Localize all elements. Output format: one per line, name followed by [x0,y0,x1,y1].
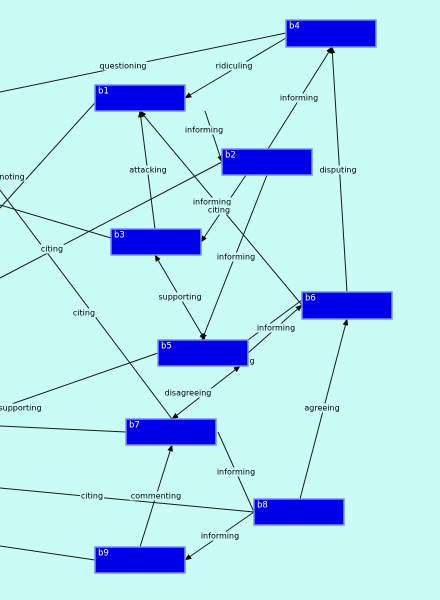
edge-label-bg [214,61,254,71]
edge-label-attacking: attacking [129,166,166,175]
node-b7[interactable]: b7 [125,418,217,446]
edge-label-noting: noting [0,173,25,182]
node-box[interactable] [94,84,186,112]
edge-label-supporting: supporting [0,404,42,413]
edge-label-bg [318,165,358,175]
edge-label-ridiculing: ridiculing [216,62,253,71]
node-label: b9 [98,549,109,559]
node-label: b6 [305,294,316,304]
node-b4[interactable]: b4 [285,19,377,48]
node-b2[interactable]: b2 [221,148,313,176]
edge-label-informing: informing [217,468,255,477]
edge-label-bg [206,205,232,215]
edge-label-bg [248,356,256,366]
edge-label-bg [278,93,320,103]
node-b1[interactable]: b1 [94,84,186,112]
edge-label-disagreeing: disagreeing [165,389,212,398]
edge-label-commenting: commenting [131,492,181,501]
edge-line [0,84,112,209]
edge-label-agreeing: agreeing [304,404,339,413]
edge-label-citing: citing [41,245,63,254]
node-box[interactable] [285,19,377,48]
edge-label-informing: informing [193,198,231,207]
node-label: b4 [289,22,300,32]
node-b3[interactable]: b3 [110,228,202,256]
edge-label-citing: citing [208,206,230,215]
edge-label-bg [157,292,203,302]
edge-label-bg [215,252,257,262]
edge-label-layer: ridiculing informing informing disputing att… [0,61,358,541]
edge-label-bg [199,531,241,541]
edge-label-bg [128,165,168,175]
edge-label-informing: informing [217,253,255,262]
node-label: b8 [257,501,268,511]
edge-label-bg [71,308,97,318]
node-box[interactable] [253,498,345,526]
node-layer: b1 b2 b3 b4 b5 b6 b7 b8 b9 [94,19,393,574]
node-label: b3 [114,231,125,241]
edge-label-bg [215,467,257,477]
edge-b1-b2 [204,110,223,163]
node-label: b2 [225,151,236,161]
node-box[interactable] [301,291,393,320]
edge-label-bg [183,125,225,135]
edge-label-informing: informing [257,324,295,333]
edge-label-informing: informing [280,94,318,103]
edge-offscreen-b3 [0,204,112,239]
node-box[interactable] [157,339,249,367]
node-box[interactable] [125,418,217,446]
edge-line [0,425,127,433]
edge-offscreen-b7 [0,189,173,420]
edge-label-bg [0,403,43,413]
node-box[interactable] [221,148,313,176]
edge-label-bg [255,323,297,333]
node-b5[interactable]: b5 [157,339,249,367]
edge-label-informing: informing [185,126,223,135]
edge-offscreen-b6 [247,299,303,341]
edge-label-citing: citing [73,309,95,318]
edge-label-bg [79,491,105,501]
node-box[interactable] [110,228,202,256]
edge-offscreen-b8 [0,487,255,513]
edge-label-disputing: disputing [319,166,356,175]
edge-label-bg [98,61,148,71]
edge-line [0,545,96,561]
node-label: b1 [98,87,109,97]
edge-label-bg [163,388,213,398]
edge-label-bg [303,403,341,413]
edge-label-informing: informing [201,532,239,541]
edge-label-citing: citing [81,492,103,501]
node-label: b5 [161,342,172,352]
edge-label-bg [0,172,26,182]
edge-label-bg [129,491,183,501]
node-b8[interactable]: b8 [253,498,345,526]
node-b6[interactable]: b6 [301,291,393,320]
node-label: b7 [129,421,140,431]
edge-offscreen-b5 [0,352,159,409]
edge-label-bg [39,244,65,254]
node-b9[interactable]: b9 [94,546,186,574]
edge-label-supporting: supporting [158,293,201,302]
edge-label-g: g [249,357,254,366]
edge-offscreen-b2 [0,161,223,279]
edge-label-questioning: questioning [100,62,147,71]
node-box[interactable] [94,546,186,574]
edge-label-bg [191,197,233,207]
